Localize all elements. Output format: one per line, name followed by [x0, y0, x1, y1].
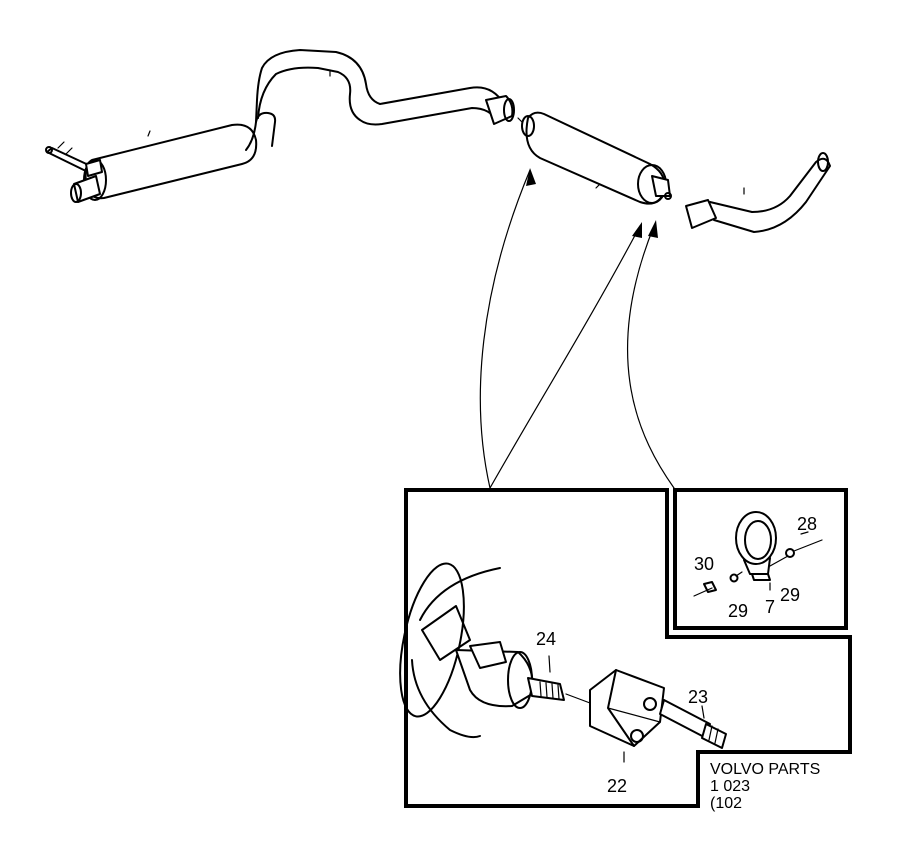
callout-23: 23: [688, 687, 708, 707]
callout-30: 30: [694, 554, 714, 574]
callout-24: 24: [536, 629, 556, 649]
callout-22: 22: [607, 776, 627, 796]
exhaust-assembly: [45, 49, 831, 233]
arrow-head-icon: [632, 222, 642, 238]
detail-inset-hanger: [404, 488, 852, 808]
callout-29-left: 29: [728, 601, 748, 621]
front-pipe: [685, 152, 831, 233]
rear-pipe: [245, 49, 515, 151]
arrow-head-icon: [526, 168, 536, 186]
detail-inset-frames: [404, 488, 852, 808]
leader-arrows: [479, 168, 675, 489]
detail-inset-clamp: [673, 488, 848, 630]
arrow-head-icon: [648, 220, 658, 238]
hanger-detail: [399, 562, 727, 763]
clamp-detail: [693, 511, 823, 597]
callout-7: 7: [765, 597, 775, 617]
callout-28: 28: [797, 514, 817, 534]
part-stamp: VOLVO PARTS 1 023 (102: [710, 761, 820, 812]
callout-29-right: 29: [780, 585, 800, 605]
front-muffler: [517, 111, 672, 205]
stamp-number: 1 023: [710, 778, 750, 795]
stamp-brand: VOLVO PARTS: [710, 761, 820, 778]
rear-muffler: [70, 123, 258, 203]
callout-labels: 22 23 24 28 29 29 30 7: [536, 514, 817, 796]
stamp-code: (102: [710, 795, 742, 812]
